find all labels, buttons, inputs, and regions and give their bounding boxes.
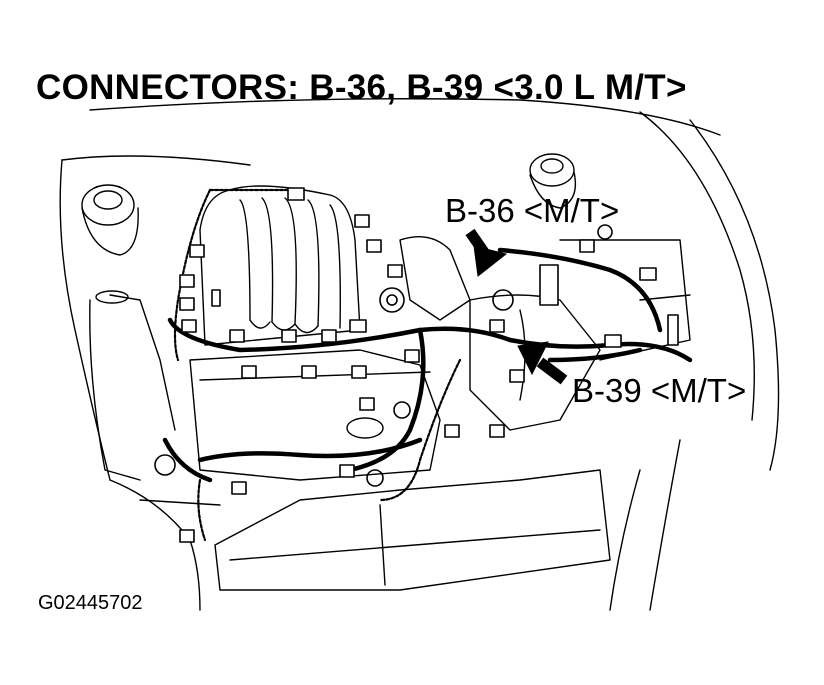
b39-arrow	[517, 341, 568, 385]
air-cleaner	[214, 469, 611, 591]
battery	[89, 290, 176, 481]
left-strut-tower	[81, 184, 139, 256]
right-strut-tower	[529, 153, 577, 209]
wiring-harness	[162, 247, 693, 483]
b36-arrow	[465, 228, 508, 277]
page-title: CONNECTORS: B-36, B-39 <3.0 L M/T>	[36, 68, 687, 107]
dashed-harness-left	[173, 188, 212, 362]
engine-block	[139, 349, 441, 506]
dashed-harness-bottom	[197, 478, 207, 542]
callout-b36: B-36 <M/T>	[445, 192, 619, 229]
callout-b39: B-39 <M/T>	[572, 372, 746, 409]
connectors	[179, 187, 679, 543]
dashed-harness-center	[378, 358, 462, 502]
callout-arrows	[465, 228, 568, 385]
figure-id: G02445702	[38, 592, 143, 614]
intake-manifold	[199, 185, 361, 346]
sensors	[154, 224, 613, 487]
